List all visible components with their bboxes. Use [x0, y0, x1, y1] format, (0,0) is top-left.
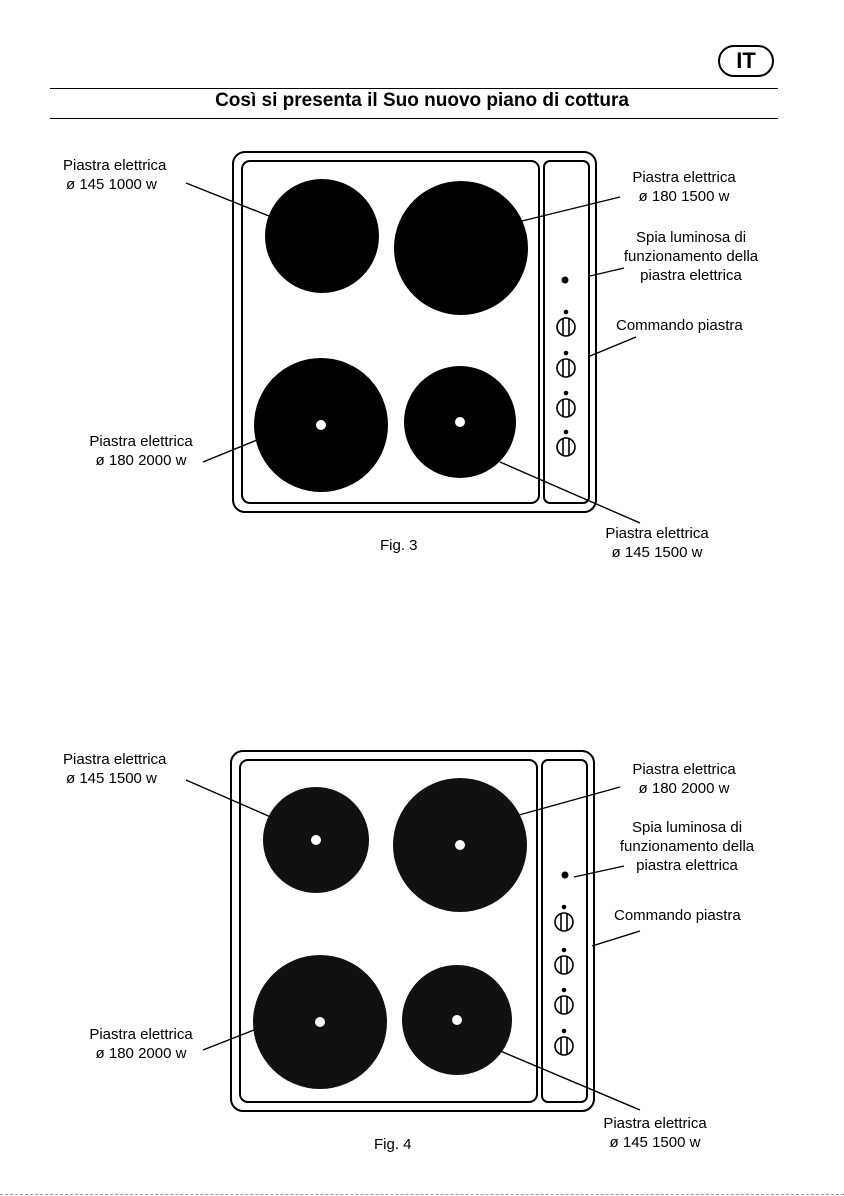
fig3-label-control: Commando piastra: [616, 317, 743, 334]
fig3-cooking-area: [241, 160, 540, 504]
fig3-indicator-lamp: [561, 276, 569, 284]
fig3-label-top-left: Piastra elettrica ø 145 1000 w: [63, 157, 167, 193]
fig3-caption: Fig. 3: [380, 537, 418, 554]
fig3-label-top-right: Piastra elettrica ø 180 1500 w: [632, 169, 736, 205]
fig3-hob-outer-frame: [232, 151, 597, 513]
fig4-knob-4: [554, 1028, 574, 1056]
fig3-label-indicator: Spia luminosa di funzionamento della pia…: [623, 229, 759, 284]
fig4-cooking-area: [239, 759, 538, 1103]
fig3-plate-top-right: [394, 181, 528, 315]
fig4-label-bottom-left: Piastra elettrica ø 180 2000 w: [89, 1026, 193, 1062]
fig4-label-top-left: Piastra elettrica ø 145 1500 w: [63, 751, 167, 787]
fig3-hob-diagram: [185, 151, 641, 524]
fig4-hob-outer-frame: [230, 750, 595, 1112]
fig4-indicator-lamp: [561, 871, 569, 879]
header-rule-bottom: [50, 118, 778, 119]
fig3-label-bottom-left: Piastra elettrica ø 180 2000 w: [89, 433, 193, 469]
header-rule-top: [50, 88, 778, 89]
fig4-control-strip: [541, 759, 588, 1103]
fig4-label-bottom-right: Piastra elettrica ø 145 1500 w: [603, 1115, 707, 1151]
fig4-knob-2: [554, 947, 574, 975]
fig3-control-strip: [543, 160, 590, 504]
fig4-hob-diagram: [185, 750, 641, 1112]
language-badge: IT: [718, 45, 774, 77]
fig3-knob-3: [556, 390, 576, 418]
fig3-plate-top-left: [265, 179, 379, 293]
fig4-label-top-right: Piastra elettrica ø 180 2000 w: [632, 761, 736, 797]
fig4-label-control: Commando piastra: [614, 907, 741, 924]
fig3-knob-1: [556, 309, 576, 337]
fig3-label-bottom-right: Piastra elettrica ø 145 1500 w: [605, 525, 709, 561]
fig4-knob-1: [554, 904, 574, 932]
fig3-knob-2: [556, 350, 576, 378]
fig4-knob-3: [554, 987, 574, 1015]
fig4-caption: Fig. 4: [374, 1136, 412, 1153]
page-title: Così si presenta il Suo nuovo piano di c…: [215, 90, 629, 111]
fig3-knob-4: [556, 429, 576, 457]
page-bottom-edge: [0, 1194, 844, 1195]
fig4-label-indicator: Spia luminosa di funzionamento della pia…: [619, 819, 755, 874]
